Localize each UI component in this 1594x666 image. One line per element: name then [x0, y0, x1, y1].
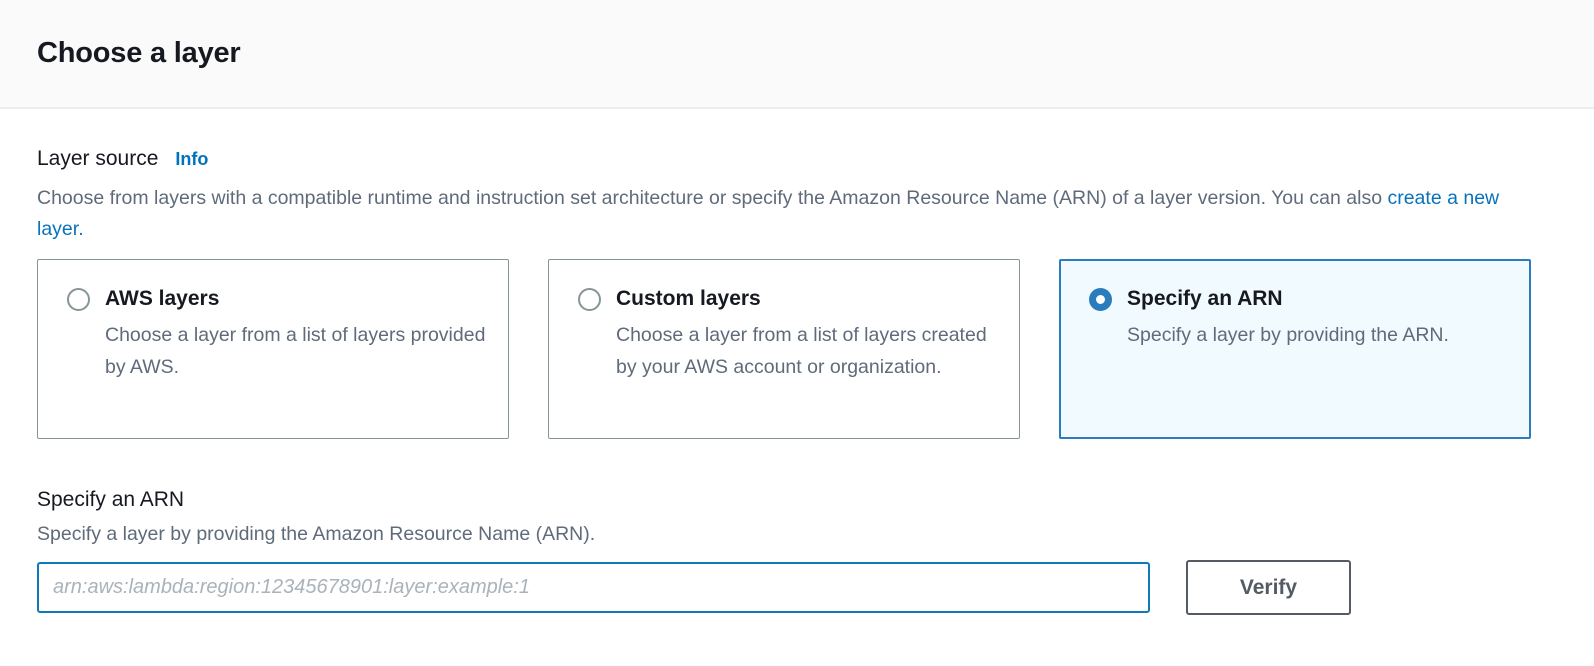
arn-input-row: Verify [37, 560, 1557, 615]
panel-body: Layer source Info Choose from layers wit… [0, 109, 1594, 615]
layer-source-label: Layer source [37, 147, 159, 170]
layer-source-description: Choose from layers with a compatible run… [37, 183, 1507, 245]
tile-custom-layers-description: Choose a layer from a list of layers cre… [616, 324, 987, 378]
radio-specify-arn-selected[interactable] [1089, 288, 1112, 311]
tile-specify-arn-title: Specify an ARN [1127, 287, 1283, 310]
layer-source-tiles: AWS layers Choose a layer from a list of… [37, 259, 1557, 439]
layer-source-label-row: Layer source Info [37, 147, 1557, 171]
specify-arn-label: Specify an ARN [37, 488, 185, 511]
info-link[interactable]: Info [175, 149, 209, 169]
tile-aws-layers-title: AWS layers [105, 287, 220, 310]
specify-arn-description: Specify a layer by providing the Amazon … [37, 523, 596, 545]
tile-custom-layers[interactable]: Custom layers Choose a layer from a list… [548, 259, 1020, 439]
specify-arn-section: Specify an ARN Specify a layer by provid… [37, 488, 1557, 615]
radio-custom-layers[interactable] [578, 288, 601, 311]
arn-input[interactable] [37, 562, 1150, 613]
tile-aws-layers-description: Choose a layer from a list of layers pro… [105, 324, 486, 378]
panel-header: Choose a layer [0, 0, 1594, 109]
page-title: Choose a layer [37, 37, 241, 69]
create-new-layer-link[interactable]: create a new layer. [37, 187, 1500, 240]
tile-specify-arn[interactable]: Specify an ARN Specify a layer by provid… [1059, 259, 1531, 439]
layer-source-description-text: Choose from layers with a compatible run… [37, 187, 1388, 209]
tile-aws-layers[interactable]: AWS layers Choose a layer from a list of… [37, 259, 509, 439]
tile-specify-arn-description: Specify a layer by providing the ARN. [1127, 324, 1449, 346]
tile-custom-layers-title: Custom layers [616, 287, 761, 310]
verify-button[interactable]: Verify [1186, 560, 1351, 615]
radio-aws-layers[interactable] [67, 288, 90, 311]
